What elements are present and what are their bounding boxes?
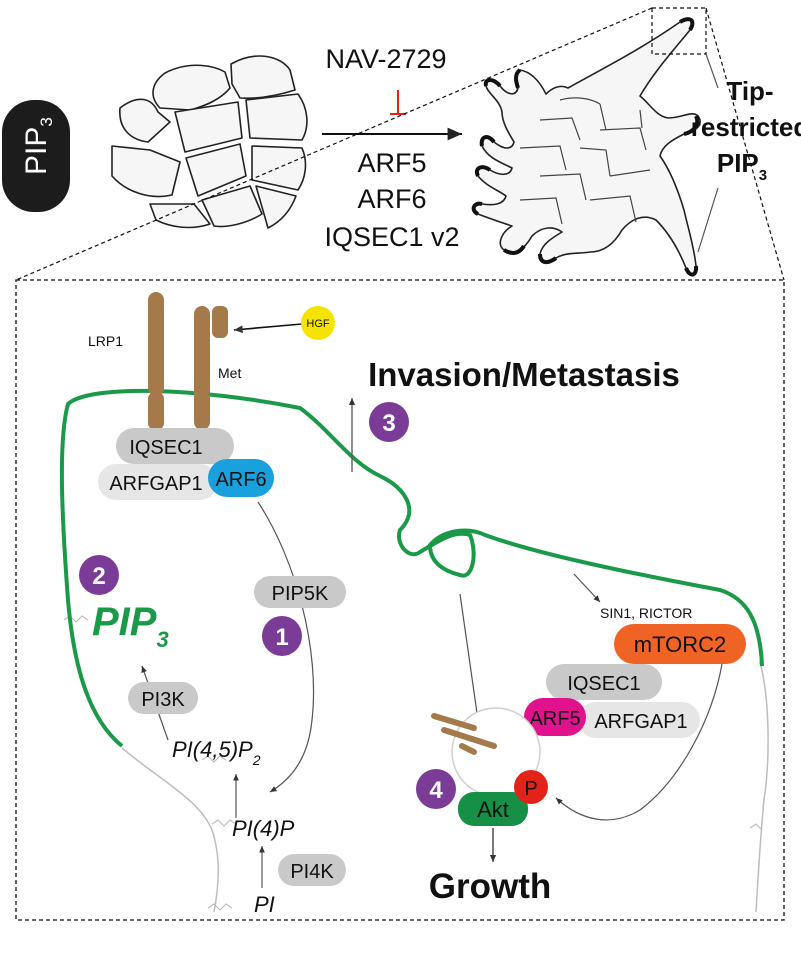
invasion-label: Invasion/Metastasis (368, 356, 680, 393)
hgf-label: HGF (306, 318, 330, 330)
pi45p2-label: PI(4,5)P2 (172, 737, 261, 768)
arf6-pill: ARF6 (208, 459, 274, 497)
svg-text:mTORC2: mTORC2 (634, 632, 727, 657)
mtorc2-pill: mTORC2 (614, 624, 746, 664)
iqsec1-right-pill: IQSEC1 (546, 664, 662, 700)
svg-text:PIP5K: PIP5K (272, 583, 329, 605)
cell-outline (121, 661, 769, 913)
tip-label-line2: restricted (691, 112, 801, 142)
plasma-membrane (59, 388, 764, 748)
svg-text:P: P (524, 778, 537, 800)
pip3-badge-label: PIP3 (20, 117, 56, 175)
pip3-badge: PIP3 (2, 100, 70, 212)
membrane-to-vesicle-arrow (459, 593, 482, 735)
pip3-label: PIP3 (92, 600, 169, 652)
svg-text:ARFGAP1: ARFGAP1 (594, 711, 687, 733)
svg-text:PI4K: PI4K (290, 861, 334, 883)
sin1-rictor-label: SIN1, RICTOR (600, 605, 692, 621)
svg-text:PI3K: PI3K (141, 689, 185, 711)
pi4p-label: PI(4)P (232, 816, 295, 841)
svg-text:3: 3 (382, 410, 395, 437)
akt-pill: Akt (458, 792, 528, 826)
activator-arf6: ARF6 (357, 184, 426, 214)
mtorc2-to-akt-arrow (555, 663, 723, 821)
membrane-to-mtorc2-arrow (573, 573, 601, 603)
growth-label: Growth (429, 867, 551, 906)
inhibitor-label: NAV-2729 (325, 44, 446, 74)
arfgap1-right-pill: ARFGAP1 (578, 702, 700, 738)
svg-text:ARF6: ARF6 (215, 469, 266, 491)
step-1-marker: 1 (262, 616, 302, 656)
membrane-squiggles (63, 615, 763, 911)
svg-text:ARF5: ARF5 (529, 708, 580, 730)
phospho-badge: P (514, 770, 548, 804)
svg-text:ARFGAP1: ARFGAP1 (109, 473, 202, 495)
svg-text:IQSEC1: IQSEC1 (129, 437, 202, 459)
iqsec1-left-pill: IQSEC1 (116, 428, 234, 464)
met-receptor (194, 306, 228, 430)
inset-frame (15, 279, 785, 921)
tip-label-line3: PIP3 (717, 148, 767, 184)
svg-text:2: 2 (92, 563, 105, 590)
arf6-to-pip5k-arrow (257, 501, 315, 793)
svg-text:IQSEC1: IQSEC1 (567, 673, 640, 695)
pip5k-pill: PIP5K (254, 576, 346, 608)
lrp1-label: LRP1 (88, 333, 123, 349)
pi-label: PI (254, 892, 275, 917)
svg-text:4: 4 (429, 777, 443, 804)
lrp1-receptor (148, 292, 164, 430)
projection-line-left (15, 7, 653, 281)
svg-text:Akt: Akt (477, 797, 509, 822)
svg-text:1: 1 (275, 624, 288, 651)
pi4k-pill: PI4K (278, 854, 346, 886)
zoom-box (651, 7, 707, 55)
pi3k-pill: PI3K (128, 682, 198, 714)
step-4-marker: 4 (416, 769, 456, 809)
invasive-cell-cluster (471, 17, 701, 277)
endosome-receptors (431, 713, 497, 755)
tip-label-line1: Tip- (726, 76, 773, 106)
arfgap1-left-pill: ARFGAP1 (98, 464, 218, 500)
step-3-marker: 3 (369, 402, 409, 442)
tip-pointer-2 (697, 187, 719, 253)
activator-iqsec1-v2: IQSEC1 v2 (324, 222, 459, 252)
arf5-pill: ARF5 (524, 698, 586, 736)
step-2-marker: 2 (79, 555, 119, 595)
round-cell-cluster (111, 55, 308, 229)
projection-line-right (705, 7, 785, 281)
hgf-arrow (233, 323, 303, 334)
hgf-ligand: HGF (301, 306, 335, 340)
tip-pointer-1 (705, 53, 719, 89)
met-label: Met (218, 365, 241, 381)
activator-arf5: ARF5 (357, 148, 426, 178)
